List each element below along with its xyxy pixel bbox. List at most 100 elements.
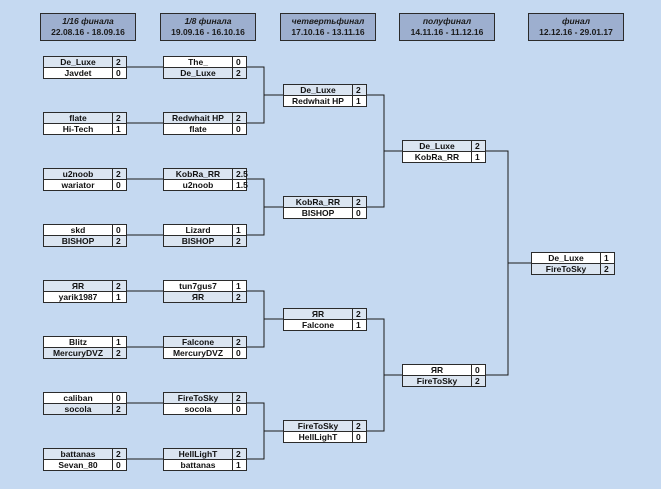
player-name: FireToSky — [164, 393, 233, 403]
player-name: Javdet — [44, 68, 113, 78]
player-name: socola — [164, 404, 233, 414]
player-score: 0 — [233, 348, 246, 358]
round-title: 1/8 финала — [184, 16, 232, 26]
player-name: De_Luxe — [44, 57, 113, 67]
player-name: De_Luxe — [164, 68, 233, 78]
player-name: u2noob — [44, 169, 113, 179]
player-name: FireToSky — [403, 376, 472, 386]
player-score: 2 — [113, 169, 126, 179]
player-score: 0 — [113, 393, 126, 403]
player-name: socola — [44, 404, 113, 414]
player-score: 1 — [353, 320, 366, 330]
player-score: 2 — [233, 449, 246, 459]
round-dates: 19.09.16 - 16.10.16 — [171, 27, 245, 37]
player-score: 0 — [113, 460, 126, 470]
player-name: Lizard — [164, 225, 233, 235]
player-score: 2 — [353, 309, 366, 319]
player-score: 1.5 — [233, 180, 248, 190]
player-score: 2 — [113, 236, 126, 246]
player-name: battanas — [164, 460, 233, 470]
player-score: 2 — [233, 236, 246, 246]
player-score: 2 — [113, 404, 126, 414]
player-name: tun7gus7 — [164, 281, 233, 291]
player-score: 0 — [472, 365, 485, 375]
bracket-connector — [365, 94, 385, 208]
player-name: KobRa_RR — [284, 197, 353, 207]
player-name: battanas — [44, 449, 113, 459]
player-score: 0 — [113, 180, 126, 190]
player-name: BISHOP — [44, 236, 113, 246]
player-row: The_0 — [163, 56, 247, 68]
player-score: 0 — [353, 208, 366, 218]
player-name: ЯR — [44, 281, 113, 291]
player-name: Falcone — [164, 337, 233, 347]
round-title: полуфинал — [422, 16, 472, 26]
player-score: 0 — [233, 404, 246, 414]
bracket-connector — [245, 402, 265, 460]
round-title: 1/16 финала — [62, 16, 114, 26]
player-score: 0 — [233, 124, 246, 134]
player-name: flate — [164, 124, 233, 134]
bracket-connector — [365, 318, 385, 432]
player-name: MercuryDVZ — [44, 348, 113, 358]
round-dates: 14.11.16 - 11.12.16 — [410, 27, 484, 37]
player-score: 1 — [113, 337, 126, 347]
round-title: четвертьфинал — [291, 16, 365, 26]
player-name: KobRa_RR — [403, 152, 472, 162]
player-score: 0 — [233, 57, 246, 67]
player-score: 2 — [353, 85, 366, 95]
player-score: 2 — [472, 141, 485, 151]
round-title: финал — [562, 16, 590, 26]
player-score: 2 — [233, 68, 246, 78]
player-name: HellLighT — [164, 449, 233, 459]
bracket-connector — [245, 290, 265, 348]
player-name: FireToSky — [532, 264, 601, 274]
player-score: 1 — [472, 152, 485, 162]
player-name: Sevan_80 — [44, 460, 113, 470]
player-name: BISHOP — [164, 236, 233, 246]
